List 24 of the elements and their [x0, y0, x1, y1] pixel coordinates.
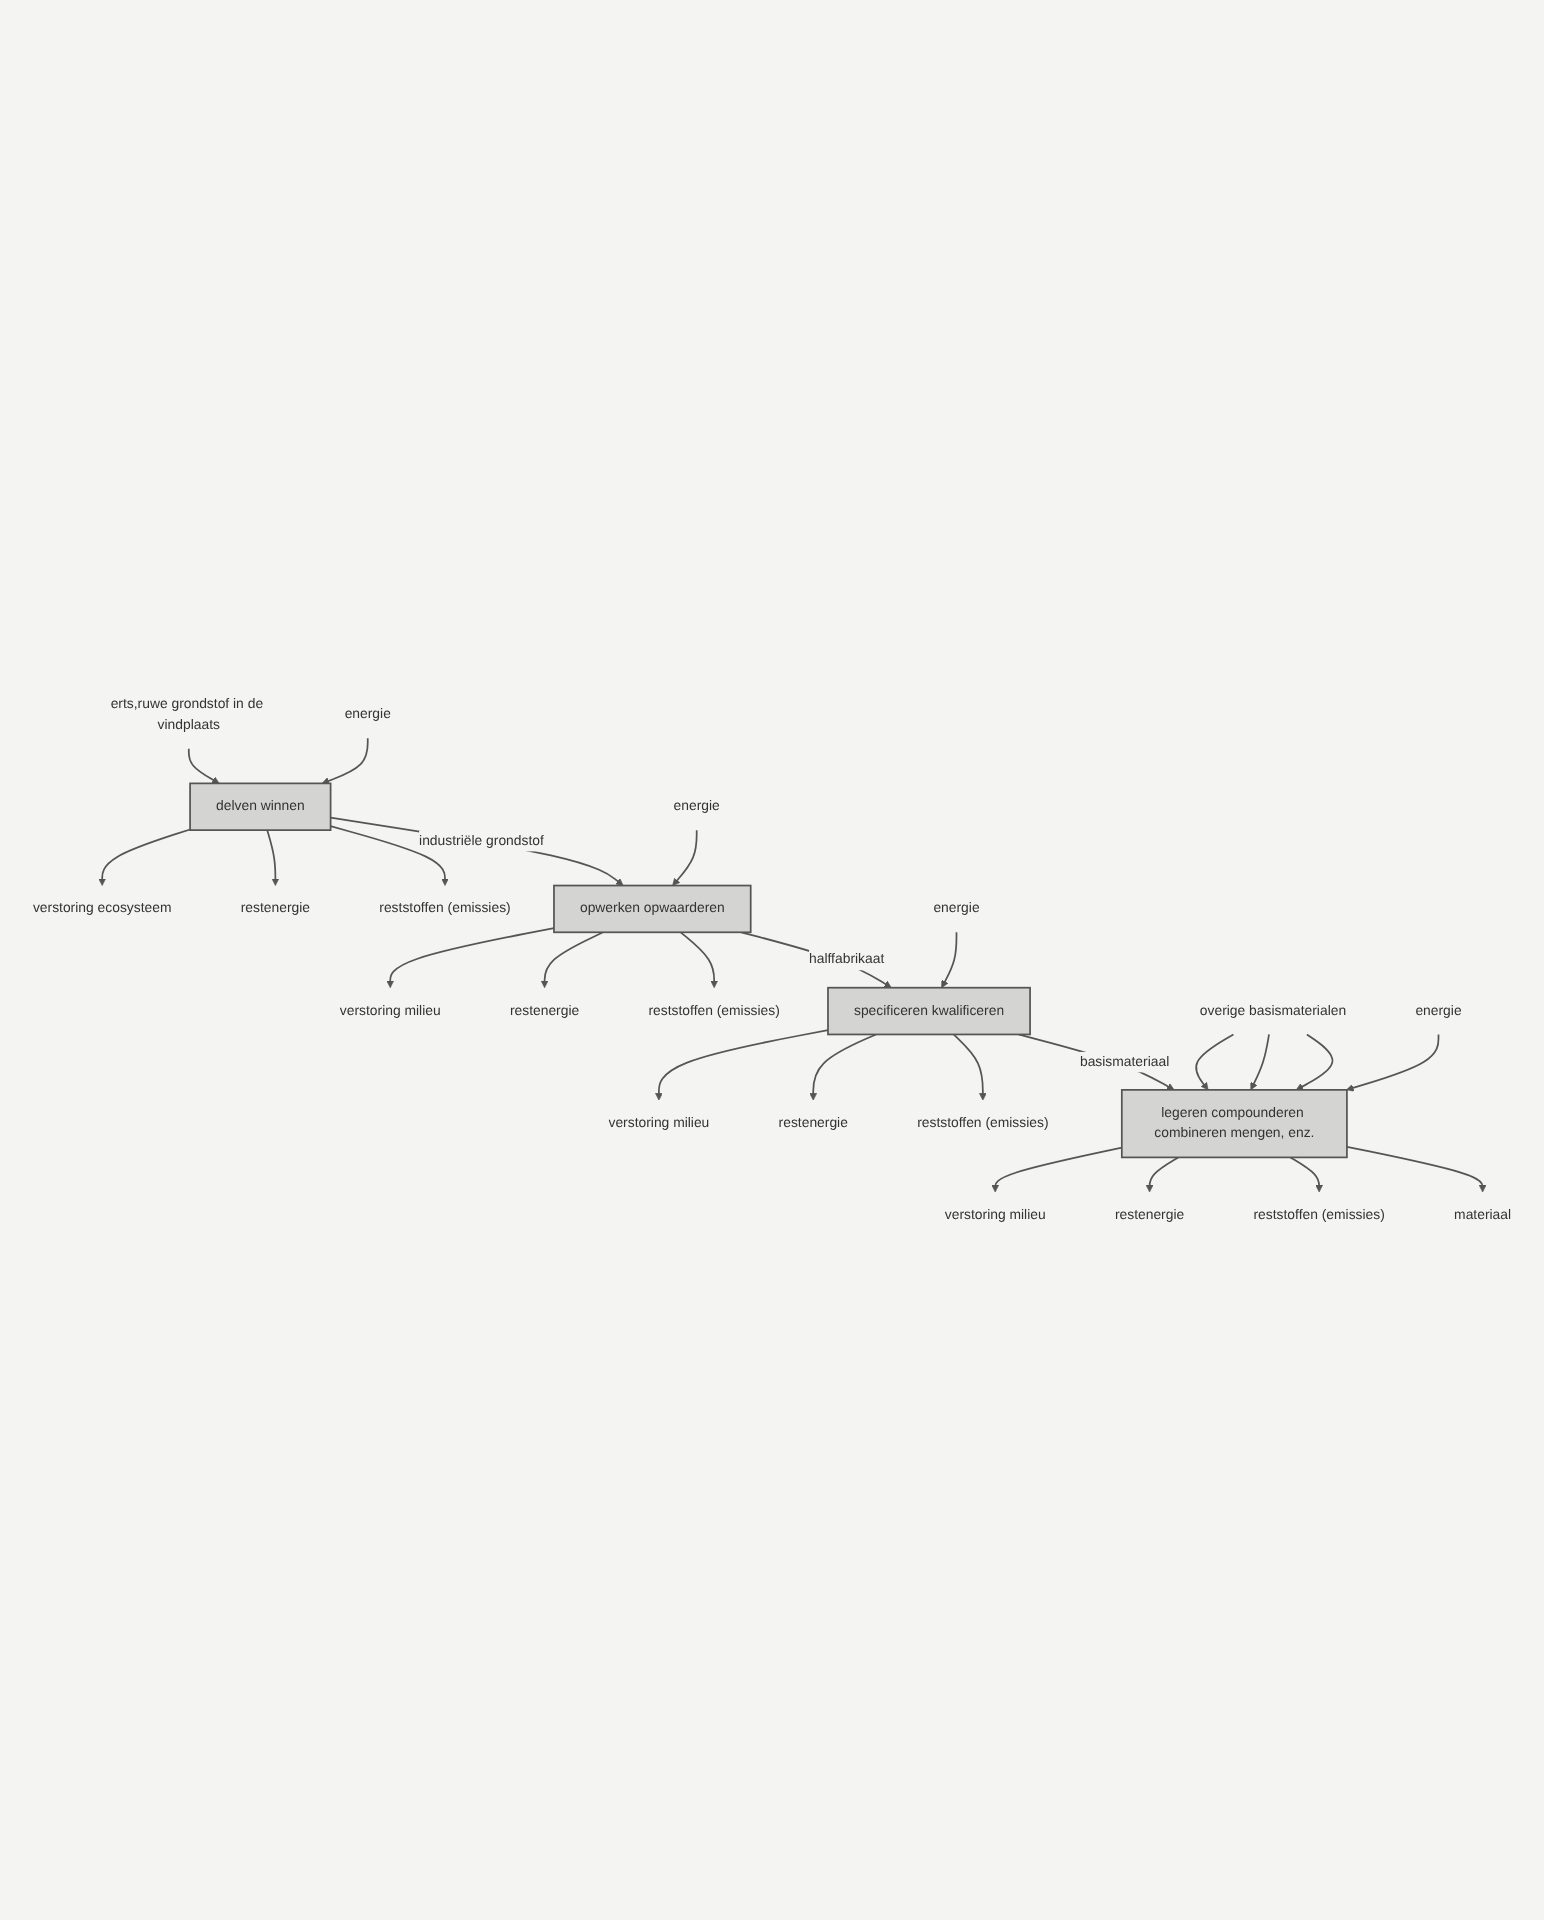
- arrow: [679, 931, 718, 989]
- arrow: [952, 1033, 987, 1101]
- arrow: [1250, 1033, 1270, 1091]
- arrow: [740, 931, 892, 989]
- arrow: [1289, 1156, 1323, 1193]
- arrow: [321, 737, 369, 785]
- arrow: [1195, 1033, 1235, 1091]
- arrow: [329, 825, 449, 886]
- arrow: [329, 816, 624, 886]
- arrow: [386, 927, 555, 989]
- arrow: [1017, 1033, 1175, 1091]
- arrow: [1295, 1033, 1334, 1091]
- arrow: [941, 931, 958, 989]
- arrow: [540, 931, 604, 989]
- arrow: [991, 1146, 1123, 1193]
- arrow: [266, 829, 280, 886]
- arrow: [1145, 1156, 1180, 1193]
- arrow: [809, 1033, 877, 1101]
- arrow: [672, 829, 698, 886]
- arrow: [1346, 1145, 1487, 1193]
- arrow: [655, 1029, 829, 1101]
- arrow: [98, 828, 191, 886]
- arrow: [1346, 1033, 1440, 1092]
- arrow: [187, 747, 220, 784]
